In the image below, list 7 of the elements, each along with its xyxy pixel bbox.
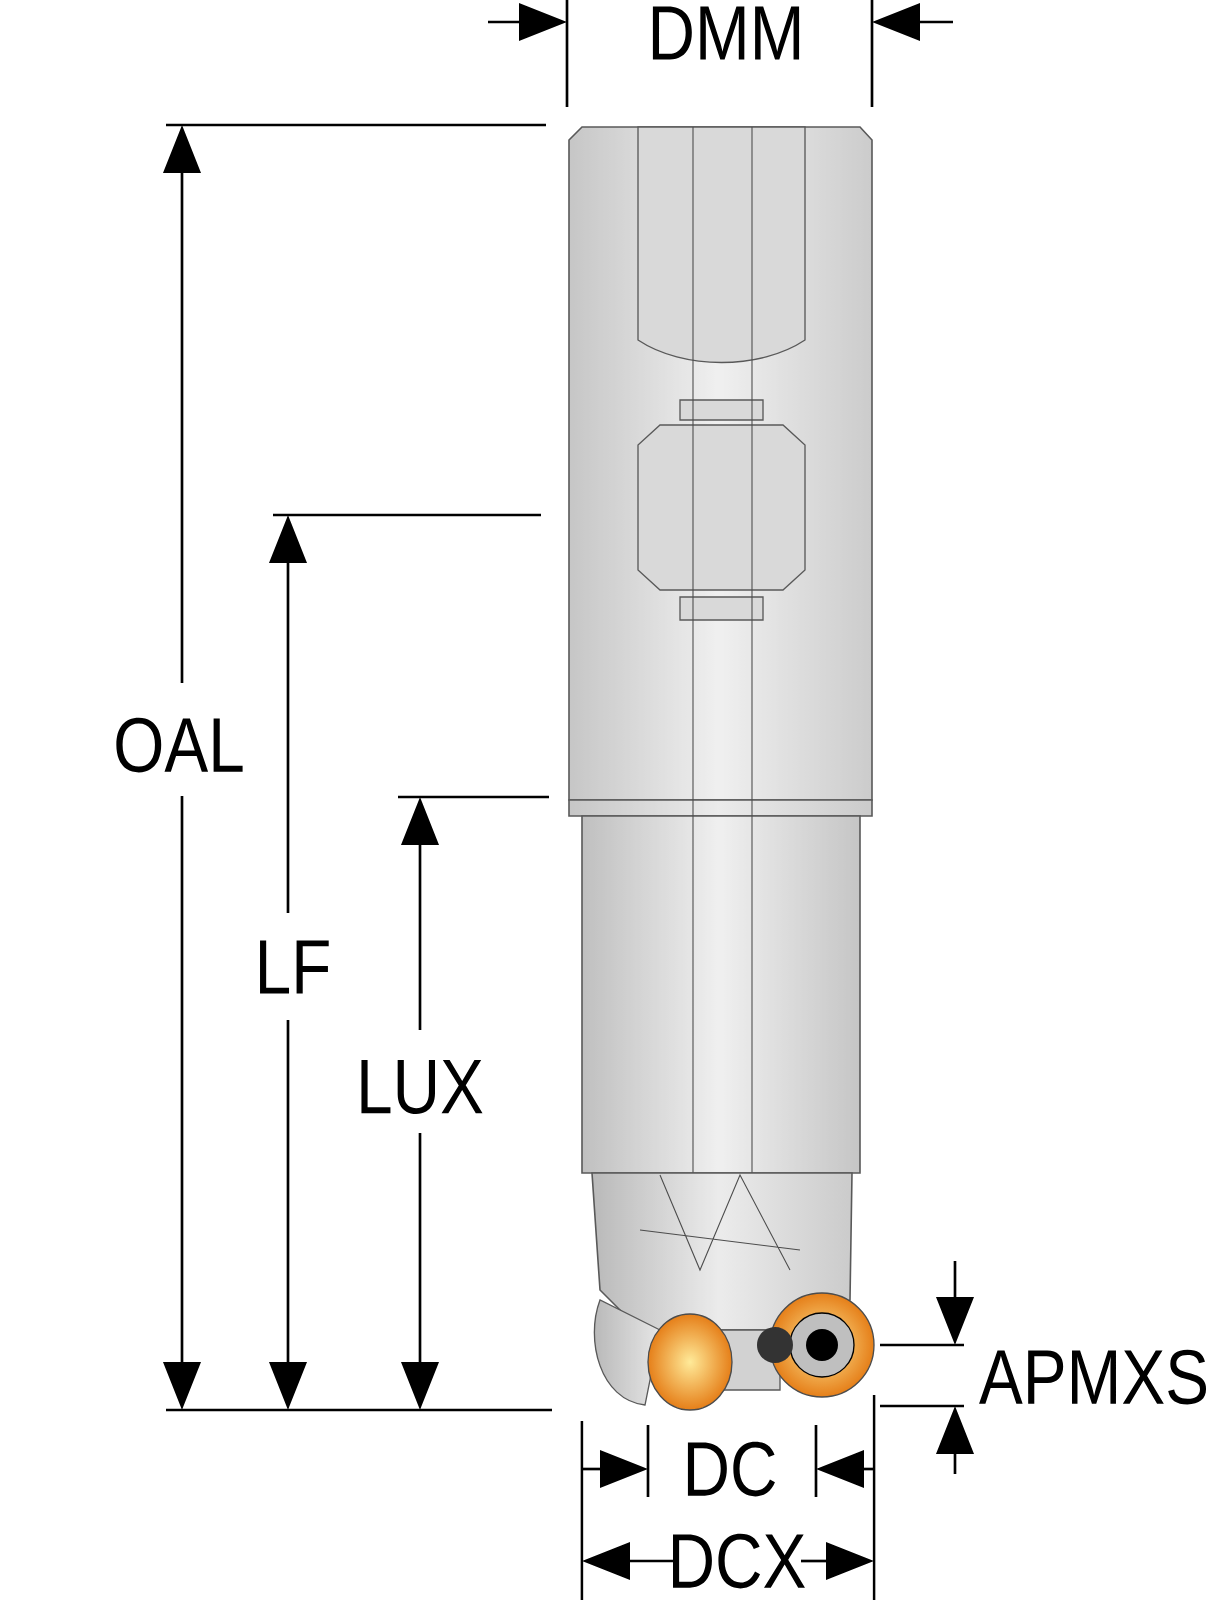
dimension-label: OAL: [116, 717, 243, 773]
dimension-label: LF: [260, 940, 329, 994]
dimension-label: DC: [687, 1441, 775, 1497]
dimension-label: LUX: [361, 1060, 483, 1114]
dimension-label: DCX: [673, 1533, 805, 1589]
dimension-label: APMXS: [979, 1349, 1207, 1405]
dimension-label: DMM: [652, 6, 800, 60]
